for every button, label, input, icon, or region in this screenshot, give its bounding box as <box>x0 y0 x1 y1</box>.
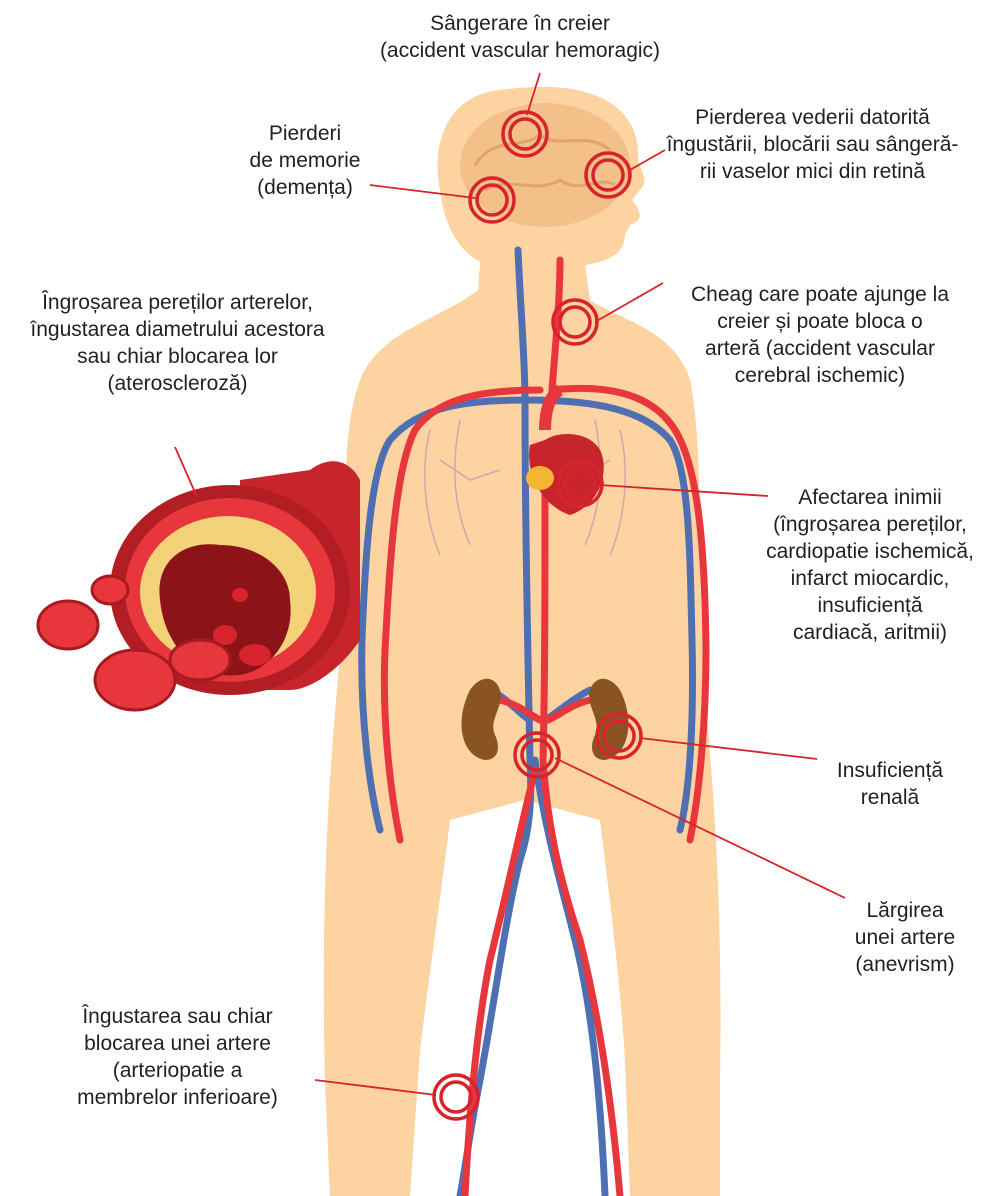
label-aneurysm: Lărgirea unei artere (anevrism) <box>830 897 980 978</box>
label-vision-loss: Pierderea vederii datorită îngustării, b… <box>640 104 985 185</box>
label-kidney-failure: Insuficiență renală <box>810 757 970 811</box>
label-brain-bleed: Sângerare în creier (accident vascular h… <box>340 10 700 64</box>
label-memory-loss: Pierderi de memorie (demența) <box>225 120 385 201</box>
label-atherosclerosis: Îngroșarea pereților arterelor, îngustar… <box>0 289 355 397</box>
marker-leg-artery <box>434 1075 478 1119</box>
label-leg-artery: Îngustarea sau chiar blocarea unei arter… <box>40 1003 315 1111</box>
label-carotid-clot: Cheag care poate ajunge la creier și poa… <box>660 281 980 389</box>
label-heart-damage: Afectarea inimii (îngroșarea pereților, … <box>755 484 985 646</box>
